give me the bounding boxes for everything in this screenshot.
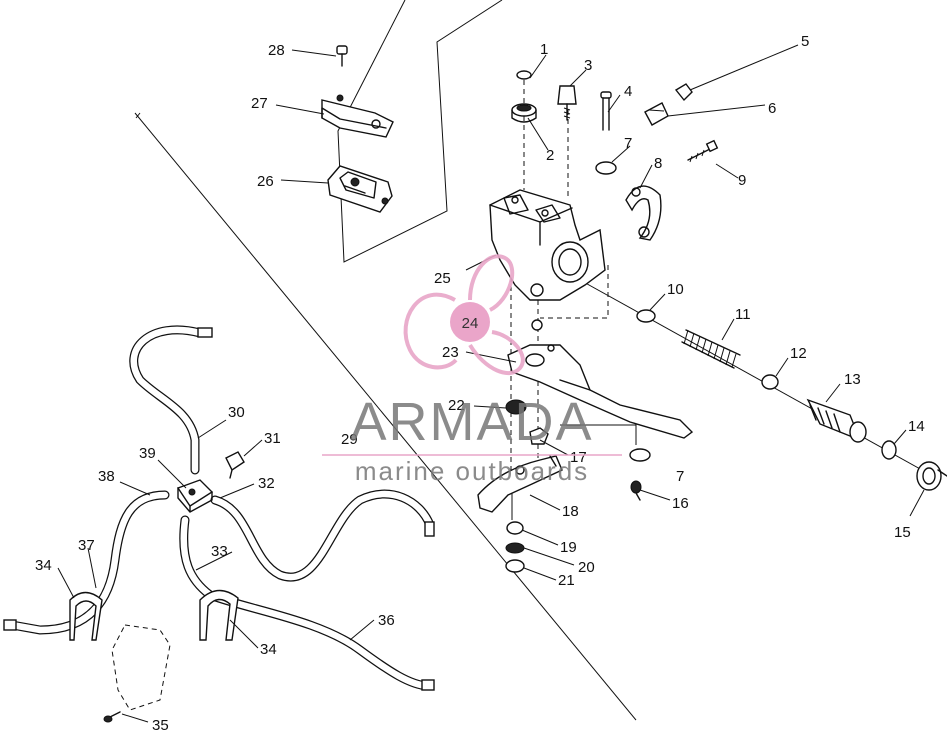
hose-fitting <box>424 521 435 537</box>
callout-19: 19 <box>560 539 577 556</box>
diaphragm-part-26 <box>327 165 393 213</box>
callout-23: 23 <box>442 344 459 361</box>
callout-36: 36 <box>378 612 395 629</box>
screw-part-16 <box>630 480 642 501</box>
callout-20: 20 <box>578 559 595 576</box>
watermark-tagline: marine outboards <box>355 456 589 486</box>
screw-part-28 <box>336 45 348 67</box>
callout-29: 29 <box>341 431 358 448</box>
grommet-part-2 <box>511 103 537 123</box>
hose-clamp-part-34 <box>69 591 103 641</box>
logo-hub-circle <box>450 302 490 342</box>
fitting-part-6 <box>644 102 669 126</box>
hose-clamp-part-34b <box>199 589 239 641</box>
propeller-blade-icon <box>468 254 515 312</box>
caliper-outline-part-35 <box>103 624 171 723</box>
callout-7b: 7 <box>676 468 684 485</box>
brake-lever-part-23 <box>507 344 694 439</box>
callout-1: 1 <box>540 41 548 58</box>
bolt-part-3 <box>557 85 577 121</box>
callout-labels: 1 2 3 4 5 6 7 8 9 10 11 12 13 14 15 16 1… <box>35 33 925 732</box>
hose-fitting <box>3 619 17 631</box>
callout-2: 2 <box>546 147 554 164</box>
callout-10: 10 <box>667 281 684 298</box>
callout-35: 35 <box>152 717 169 732</box>
callout-11: 11 <box>735 306 751 323</box>
dust-boot-part-15 <box>916 461 947 491</box>
hose-fitting <box>421 679 435 691</box>
clamp-part-8 <box>625 185 662 241</box>
nut-part-17 <box>529 427 549 445</box>
hose-fitting <box>197 327 213 338</box>
watermark-brand: ARMADA <box>350 392 593 452</box>
callout-14: 14 <box>908 418 925 435</box>
callout-18: 18 <box>562 503 579 520</box>
callout-13: 13 <box>844 371 861 388</box>
washer-part-20 <box>505 542 525 554</box>
callout-3: 3 <box>584 57 592 74</box>
bolt-part-21 <box>505 559 525 573</box>
callout-5: 5 <box>801 33 809 50</box>
callout-28: 28 <box>268 42 285 59</box>
callout-38: 38 <box>98 468 115 485</box>
callout-26: 26 <box>257 173 274 190</box>
ring-part-14 <box>881 440 897 460</box>
callout-22: 22 <box>448 397 465 414</box>
washer-part-7 <box>595 161 617 175</box>
callout-8: 8 <box>654 155 662 172</box>
cap-part-1 <box>516 70 532 80</box>
separator-line-tick <box>135 112 141 119</box>
callout-4: 4 <box>624 83 632 100</box>
nut-part-22 <box>505 399 527 415</box>
leader-bracket <box>560 424 637 445</box>
callout-24: 24 <box>462 315 479 332</box>
callout-33: 33 <box>211 543 228 560</box>
fitting-part-31 <box>225 451 245 479</box>
callout-16: 16 <box>672 495 689 512</box>
callout-34b: 34 <box>260 641 277 658</box>
propeller-blade-icon <box>403 292 458 370</box>
bracket-part-18 <box>477 455 563 513</box>
watermark-logo <box>403 254 525 375</box>
brake-hoses <box>7 325 435 691</box>
callout-9: 9 <box>738 172 746 189</box>
bushing-part-24 <box>531 319 543 331</box>
spring-part-11 <box>681 329 741 369</box>
washer-part-12 <box>761 374 779 390</box>
reservoir-cover-part-27 <box>321 94 394 138</box>
callout-34: 34 <box>35 557 52 574</box>
callout-17: 17 <box>570 449 587 466</box>
separator-line <box>134 112 637 721</box>
pin-part-4 <box>600 91 612 131</box>
callout-7: 7 <box>624 135 632 152</box>
washer-part-10 <box>636 309 656 323</box>
nut-part-19 <box>506 521 524 535</box>
callout-21: 21 <box>558 572 575 589</box>
watermark-text: ARMADA marine outboards <box>322 392 622 486</box>
callout-6: 6 <box>768 100 776 117</box>
callout-30: 30 <box>228 404 245 421</box>
screw-part-9 <box>687 139 719 163</box>
callout-27: 27 <box>251 95 268 112</box>
washer-part-7b <box>629 448 651 462</box>
callout-25: 25 <box>434 270 451 287</box>
piston-part-13 <box>806 398 867 443</box>
boot-part-5 <box>674 83 693 102</box>
junction-block-part-39 <box>176 479 214 513</box>
callout-15: 15 <box>894 524 911 541</box>
callout-31: 31 <box>264 430 281 447</box>
callout-12: 12 <box>790 345 807 362</box>
master-cylinder-body-part-25 <box>489 189 606 301</box>
callout-39: 39 <box>139 445 156 462</box>
callout-37: 37 <box>78 537 95 554</box>
leader-lines <box>57 44 925 723</box>
callout-32: 32 <box>258 475 275 492</box>
propeller-blade-icon <box>468 330 525 375</box>
